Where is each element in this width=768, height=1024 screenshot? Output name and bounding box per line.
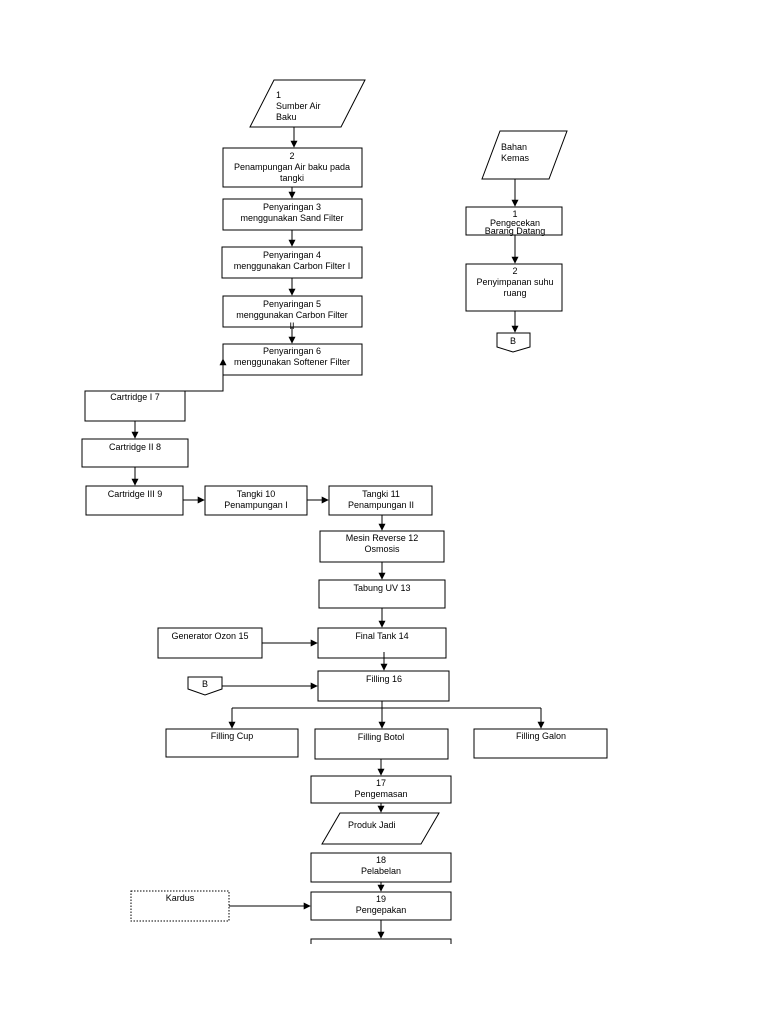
node-penampungan-air-baku: 2 Penampungan Air baku pada tangki	[222, 147, 363, 188]
node-tabung-uv: Tabung UV 13	[318, 579, 446, 609]
node-softener-filter: Penyaringan 6 menggunakan Softener Filte…	[222, 343, 363, 376]
node-cartridge-1: Cartridge I 7	[84, 390, 186, 422]
node-cartridge-2: Cartridge II 8	[81, 438, 189, 468]
svg-text:Mesin Reverse 12: Mesin Reverse 12	[346, 533, 419, 543]
node-pengemasan: 17 Pengemasan	[310, 775, 452, 804]
svg-text:B: B	[510, 336, 516, 346]
svg-text:Pengepakan: Pengepakan	[356, 905, 407, 915]
svg-text:Sumber Air: Sumber Air	[276, 101, 321, 111]
node-sumber-air-baku: 1 Sumber Air Baku	[249, 79, 366, 128]
node-pelabelan: 18 Pelabelan	[310, 852, 452, 883]
svg-text:Cartridge III 9: Cartridge III 9	[108, 489, 163, 499]
node-pengepakan: 19 Pengepakan	[310, 891, 452, 921]
svg-text:menggunakan Carbon Filter: menggunakan Carbon Filter	[236, 310, 348, 320]
svg-text:Penyaringan 3: Penyaringan 3	[263, 202, 321, 212]
svg-text:Tangki 10: Tangki 10	[237, 489, 276, 499]
node-final-tank: Final Tank 14	[317, 627, 447, 659]
svg-text:Penampungan I: Penampungan I	[224, 500, 288, 510]
svg-text:2: 2	[512, 266, 517, 276]
svg-text:Kardus: Kardus	[166, 893, 195, 903]
svg-text:Kemas: Kemas	[501, 153, 530, 163]
svg-text:Bahan: Bahan	[501, 142, 527, 152]
svg-text:Final Tank 14: Final Tank 14	[355, 631, 408, 641]
svg-text:Generator Ozon 15: Generator Ozon 15	[171, 631, 248, 641]
svg-text:Pengecekan: Pengecekan	[490, 218, 540, 228]
svg-text:Penyaringan 4: Penyaringan 4	[263, 250, 321, 260]
svg-text:Baku: Baku	[276, 112, 297, 122]
svg-text:Penampungan Air baku pada: Penampungan Air baku pada	[234, 162, 350, 172]
node-filling-galon: Filling Galon	[473, 728, 608, 759]
node-generator-ozon: Generator Ozon 15	[157, 627, 263, 659]
node-cartridge-3: Cartridge III 9	[85, 485, 184, 516]
node-kardus: Kardus	[130, 890, 230, 922]
node-produk-jadi: Produk Jadi	[321, 812, 440, 845]
connector-b-right: B	[496, 332, 531, 353]
svg-text:B: B	[202, 679, 208, 689]
svg-text:tangki: tangki	[280, 173, 304, 183]
node-pengecekan: 1 Pengecekan Barang Datang	[465, 206, 563, 236]
svg-text:Pengemasan: Pengemasan	[354, 789, 407, 799]
svg-text:1: 1	[512, 209, 517, 219]
svg-text:Filling 16: Filling 16	[366, 674, 402, 684]
node-carbon-filter-2: Penyaringan 5 menggunakan Carbon Filter …	[222, 295, 363, 331]
svg-text:Penyaringan 5: Penyaringan 5	[263, 299, 321, 309]
node-filling-cup: Filling Cup	[165, 728, 299, 758]
svg-text:Cartridge I 7: Cartridge I 7	[110, 392, 160, 402]
svg-text:menggunakan Softener Filter: menggunakan Softener Filter	[234, 357, 350, 367]
node-penyimpanan: 2 Penyimpanan suhu ruang	[465, 263, 563, 312]
svg-text:Tabung UV 13: Tabung UV 13	[353, 583, 410, 593]
svg-text:menggunakan Carbon Filter I: menggunakan Carbon Filter I	[234, 261, 351, 271]
svg-text:Penyimpanan suhu: Penyimpanan suhu	[476, 277, 553, 287]
node-reverse-osmosis: Mesin Reverse 12 Osmosis	[319, 530, 445, 563]
svg-text:Penampungan II: Penampungan II	[348, 500, 414, 510]
svg-text:19: 19	[376, 894, 386, 904]
svg-text:Produk Jadi: Produk Jadi	[348, 820, 396, 830]
svg-text:Cartridge II 8: Cartridge II 8	[109, 442, 161, 452]
svg-text:II: II	[289, 321, 294, 331]
svg-text:18: 18	[376, 855, 386, 865]
node-filling-botol: Filling Botol	[314, 728, 449, 760]
svg-text:Barang Datang: Barang Datang	[485, 226, 546, 236]
node-bahan-kemas: Bahan Kemas	[481, 130, 568, 180]
svg-text:Filling Cup: Filling Cup	[211, 731, 254, 741]
svg-text:Filling Galon: Filling Galon	[516, 731, 566, 741]
connector-b-left: B	[187, 676, 223, 696]
svg-text:ruang: ruang	[503, 288, 526, 298]
node-filling: Filling 16	[317, 670, 450, 702]
node-tangki-10: Tangki 10 Penampungan I	[204, 485, 308, 516]
svg-text:Osmosis: Osmosis	[364, 544, 400, 554]
node-sand-filter: Penyaringan 3 menggunakan Sand Filter	[222, 198, 363, 231]
node-tangki-11: Tangki 11 Penampungan II	[328, 485, 433, 516]
svg-text:2: 2	[289, 151, 294, 161]
svg-text:menggunakan Sand Filter: menggunakan Sand Filter	[240, 213, 343, 223]
svg-text:Pelabelan: Pelabelan	[361, 866, 401, 876]
node-carbon-filter-1: Penyaringan 4 menggunakan Carbon Filter …	[221, 246, 363, 279]
arrow-7-6	[185, 358, 227, 392]
svg-text:Penyaringan 6: Penyaringan 6	[263, 346, 321, 356]
svg-text:Filling Botol: Filling Botol	[358, 732, 405, 742]
svg-text:1: 1	[276, 90, 281, 100]
svg-text:Tangki 11: Tangki 11	[362, 489, 400, 499]
svg-text:17: 17	[376, 778, 386, 788]
node-next-cutoff	[310, 938, 452, 944]
